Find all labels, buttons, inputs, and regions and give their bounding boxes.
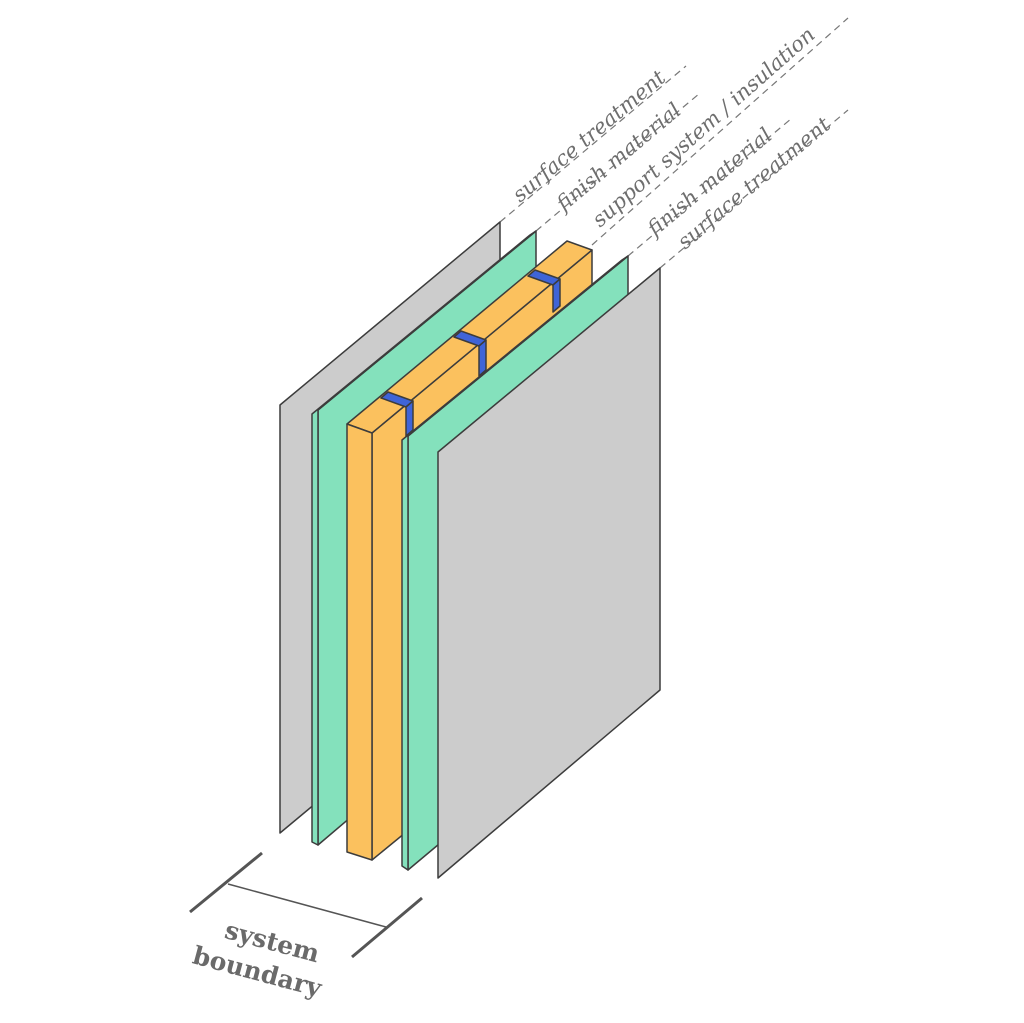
clip-2	[453, 330, 487, 377]
leader-line-3	[591, 17, 849, 246]
leader-line-1	[499, 65, 687, 223]
clip-1	[380, 391, 414, 437]
clip-3	[527, 269, 561, 313]
leader-line-5	[659, 109, 849, 269]
system-boundary-marker	[189, 851, 423, 959]
surface-panel-right	[437, 267, 661, 879]
